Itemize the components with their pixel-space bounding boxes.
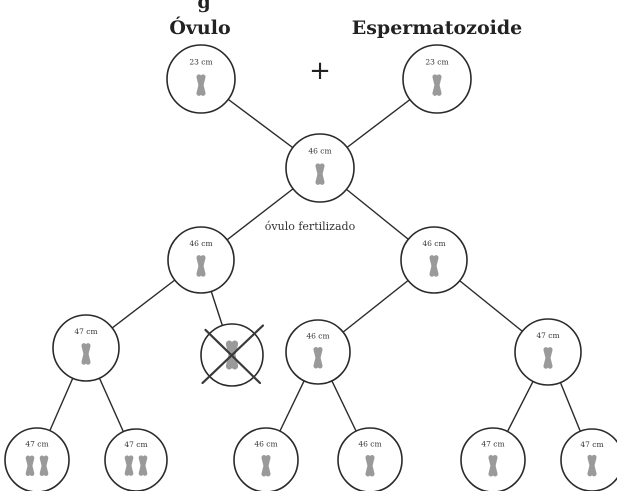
cell-count-label: 47 cm bbox=[74, 327, 97, 336]
cell-leaf-3: 46 cm bbox=[233, 427, 299, 491]
chromosome-icon bbox=[261, 455, 271, 477]
chromosome-icon bbox=[587, 454, 597, 477]
cell-leaf-6: 47 cm bbox=[560, 428, 617, 491]
cell-left-cell: 46 cm bbox=[167, 226, 235, 294]
chromosome-icon bbox=[196, 255, 206, 277]
cell-count-label: 46 cm bbox=[189, 239, 212, 248]
chromosome-icon bbox=[315, 163, 325, 185]
fertilized-ovum-caption: óvulo fertilizado bbox=[265, 220, 356, 233]
cell-lost-cell bbox=[200, 323, 265, 387]
espermatozoide-heading: Espermatozoide bbox=[352, 17, 522, 39]
chromosome-icon bbox=[81, 343, 91, 365]
cell-leaf-1: 47 cm bbox=[4, 427, 70, 491]
cell-count-label: 23 cm bbox=[425, 58, 448, 67]
chromosome-icon bbox=[124, 455, 134, 476]
chromosome-icon bbox=[39, 455, 49, 476]
cell-count-label: 47 cm bbox=[25, 440, 48, 449]
chromosome-icon bbox=[196, 74, 206, 96]
header-clipped-letter: g bbox=[197, 0, 210, 13]
cell-left-47: 47 cm bbox=[52, 314, 120, 382]
cell-mid-46: 46 cm bbox=[285, 319, 351, 385]
cell-circle bbox=[4, 427, 70, 491]
cell-right-cell: 46 cm bbox=[400, 226, 468, 294]
cell-count-label: 47 cm bbox=[536, 331, 559, 340]
plus-sign: + bbox=[309, 56, 331, 86]
chromosome-icon bbox=[488, 455, 498, 477]
cell-leaf-5: 47 cm bbox=[460, 427, 526, 491]
chromosome-icon bbox=[432, 74, 442, 96]
cell-count-label: 46 cm bbox=[308, 147, 331, 156]
cell-count-label: 47 cm bbox=[481, 440, 504, 449]
cell-sperm: 23 cm bbox=[402, 44, 472, 114]
cell-leaf-4: 46 cm bbox=[337, 427, 403, 491]
cell-count-label: 47 cm bbox=[124, 440, 147, 449]
chromosome-icon bbox=[313, 347, 323, 369]
cell-count-label: 47 cm bbox=[580, 440, 603, 449]
cell-right-47: 47 cm bbox=[514, 318, 582, 386]
cell-circle bbox=[104, 428, 168, 491]
cells-layer: 23 cm 23 cm 46 cm 46 cm 46 cm 47 cm 46 cm 47 cm… bbox=[4, 44, 617, 491]
cross-out-mark bbox=[204, 328, 262, 385]
cell-ovum: 23 cm bbox=[166, 44, 236, 114]
cell-count-label: 46 cm bbox=[306, 332, 329, 341]
chromosome-icon bbox=[138, 455, 148, 476]
chromosome-icon bbox=[429, 255, 439, 277]
chromosome-icon bbox=[543, 347, 553, 369]
cell-count-label: 46 cm bbox=[422, 239, 445, 248]
ovulo-heading: Óvulo bbox=[169, 16, 230, 39]
cross-out-mark bbox=[201, 324, 265, 385]
chromosome-icon bbox=[365, 455, 375, 477]
cell-count-label: 23 cm bbox=[189, 58, 212, 67]
cell-leaf-2: 47 cm bbox=[104, 428, 168, 491]
cell-count-label: 46 cm bbox=[358, 440, 381, 449]
cell-zygote: 46 cm bbox=[285, 133, 355, 203]
chromosome-icon bbox=[25, 455, 35, 476]
cell-count-label: 46 cm bbox=[254, 440, 277, 449]
